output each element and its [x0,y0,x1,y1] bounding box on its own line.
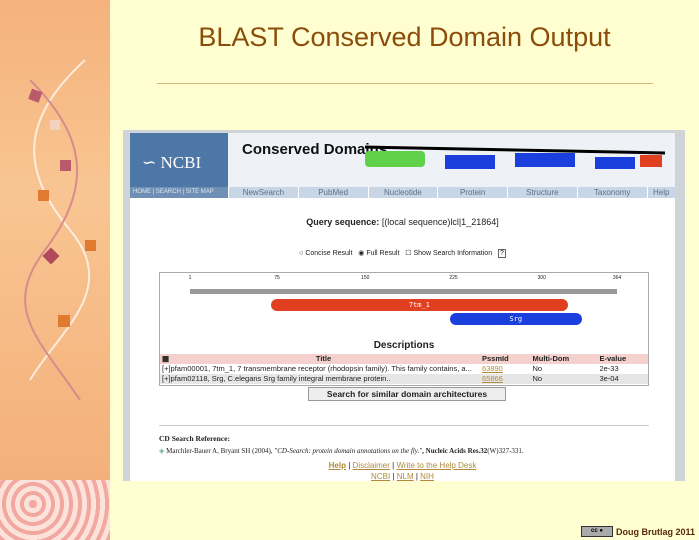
nav-newsearch[interactable]: NewSearch [228,187,298,198]
nav-nucleotide[interactable]: Nucleotide [367,187,438,198]
footer-links: Help | Disclaimer | Write to the Help De… [328,461,477,470]
row-evalue: 2e-33 [599,364,619,373]
nav-pubmed[interactable]: PubMed [297,187,368,198]
query-label: Query sequence: [306,217,380,227]
nav-taxonomy[interactable]: Taxonomy [576,187,647,198]
banner-title: Conserved Domains [242,141,388,158]
citation: ◈ Marchler-Bauer A, Bryant SH (2004), "C… [159,447,524,455]
divider [159,425,649,426]
show-info-checkbox[interactable]: ☐ [405,250,412,257]
result-options: ○ Concise Result ◉ Full Result ☐ Show Se… [130,249,675,258]
col-title: ▦Title [160,354,480,364]
row-evalue: 3e-04 [597,374,648,384]
nav-protein[interactable]: Protein [437,187,507,198]
ruler-tick-label: 150 [361,275,370,281]
slide-title: BLAST Conserved Domain Output [198,22,611,52]
domain-banner-image [365,145,665,169]
pssmid-link[interactable]: 65866 [482,374,503,383]
ruler-tick-label: 300 [537,275,546,281]
disclaimer-link[interactable]: Disclaimer [352,461,390,470]
slide-credit: cc ●Doug Brutlag 2011 [580,526,695,537]
col-multidom: Multi-Dom [530,354,598,364]
ruler-tick-label: 364 [612,275,622,281]
helpdesk-link[interactable]: Write to the Help Desk [396,461,477,470]
footer-org-links: NCBI | NLM | NIH [371,472,434,481]
sequence-ruler [190,289,617,294]
concise-radio[interactable]: ○ [299,250,304,257]
query-value: [(local sequence)lcl|1_21864] [381,217,499,227]
ncbi-logo[interactable]: ∽ NCBI [130,133,228,187]
decorative-strip [0,0,110,480]
col-pssmid: PssmId [480,354,531,364]
ruler-tick-label: 75 [274,275,280,281]
show-info-label: Show Search Information [413,250,493,257]
title-divider [157,83,653,84]
nav-bar: HOME | SEARCH | SITE MAP NewSearch PubMe… [130,187,675,198]
reference-heading: CD Search Reference: [159,434,230,443]
col-evalue: E-value [597,354,648,364]
expand-all-icon[interactable]: ▦ [162,354,170,363]
pssmid-link[interactable]: 63890 [482,364,503,373]
row-multidom: No [530,374,598,384]
help-icon[interactable]: ? [497,249,506,258]
table-row: [+]pfam02118, Srg, C.elegans Srg family … [160,374,648,384]
ncbi-screenshot: ∽ NCBI Conserved Domains HOME | SEARCH |… [123,130,685,481]
help-link[interactable]: Help [328,461,346,470]
descriptions-heading: Descriptions [373,340,435,351]
domain-bar-7tm_1[interactable]: 7tm_1 [271,299,568,311]
domain-bar-srg[interactable]: Srg [449,313,582,325]
nlm-link[interactable]: NLM [396,472,414,481]
query-sequence: Query sequence: [(local sequence)lcl|1_2… [130,217,675,227]
pubmed-icon[interactable]: ◈ [159,447,165,455]
row-title[interactable]: [+]pfam00001, 7tm_1, 7 transmembrane rec… [162,364,472,373]
ruler-tick-label: 1 [188,275,192,281]
ncbi-link[interactable]: NCBI [371,472,391,481]
nav-structure[interactable]: Structure [507,187,577,198]
logo-text: NCBI [160,153,202,172]
nih-link[interactable]: NIH [420,472,434,481]
row-title[interactable]: [+]pfam02118, Srg, C.elegans Srg family … [160,374,480,384]
full-label: Full Result [366,250,400,257]
cc-by-icon: cc ● [580,526,613,537]
nav-help[interactable]: Help [646,187,676,198]
row-multidom: No [532,364,543,373]
decorative-pattern [0,480,110,540]
full-radio[interactable]: ◉ [358,250,365,257]
search-similar-button[interactable]: Search for similar domain architectures [308,387,506,401]
ncbi-header: ∽ NCBI Conserved Domains [130,133,675,187]
concise-label: Concise Result [305,250,353,257]
table-row: [+]pfam00001, 7tm_1, 7 transmembrane rec… [160,364,648,374]
dna-decoration-icon [24,59,96,401]
ruler-tick-label: 225 [449,275,458,281]
home-search-sitemap[interactable]: HOME | SEARCH | SITE MAP [130,187,228,198]
